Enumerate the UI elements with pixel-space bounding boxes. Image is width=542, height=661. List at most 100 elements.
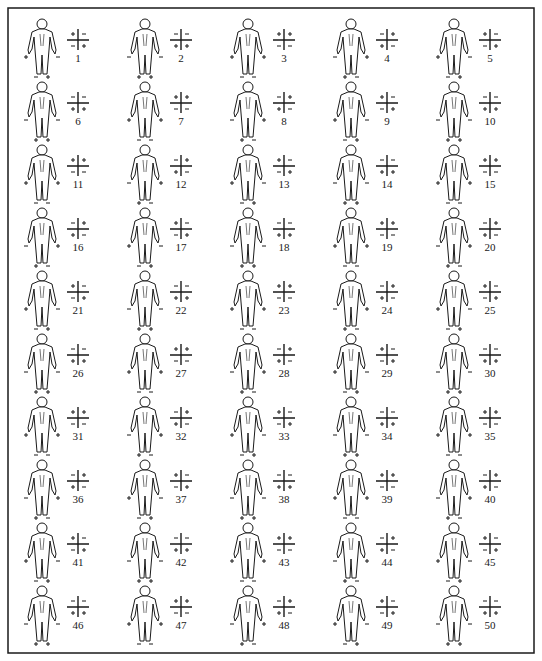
callout-number: 23 xyxy=(272,304,296,316)
body-figure xyxy=(127,208,192,268)
callout-number: 33 xyxy=(272,430,296,442)
body-figure xyxy=(230,586,295,646)
body-figure xyxy=(230,145,295,205)
body-figure xyxy=(24,523,89,583)
callout-number: 37 xyxy=(169,493,193,505)
callout-number: 38 xyxy=(272,493,296,505)
body-figure xyxy=(436,523,501,583)
callout-number: 8 xyxy=(272,115,296,127)
body-figure xyxy=(436,586,501,646)
body-figure xyxy=(436,334,501,394)
body-figure xyxy=(333,19,398,79)
callout-number: 39 xyxy=(375,493,399,505)
body-figure xyxy=(436,460,501,520)
body-figure xyxy=(230,334,295,394)
callout-number: 36 xyxy=(66,493,90,505)
body-figure xyxy=(436,82,501,142)
callout-number: 17 xyxy=(169,241,193,253)
body-figure xyxy=(333,82,398,142)
body-figure xyxy=(230,523,295,581)
callout-number: 42 xyxy=(169,556,193,568)
body-figure xyxy=(333,145,398,205)
body-figure xyxy=(436,19,501,79)
callout-number: 45 xyxy=(478,556,502,568)
callout-number: 35 xyxy=(478,430,502,442)
callout-number: 10 xyxy=(478,115,502,127)
callout-number: 31 xyxy=(66,430,90,442)
body-figure xyxy=(230,271,295,329)
body-figure xyxy=(230,397,295,457)
body-figure xyxy=(24,208,89,268)
body-figure xyxy=(436,271,501,331)
callout-number: 25 xyxy=(478,304,502,316)
body-figure xyxy=(333,460,398,518)
callout-number: 47 xyxy=(169,619,193,631)
body-figure xyxy=(127,334,192,392)
callout-number: 7 xyxy=(169,115,193,127)
body-figure xyxy=(230,19,295,77)
body-figure xyxy=(127,19,192,79)
body-figure xyxy=(24,397,89,455)
body-figure xyxy=(127,460,192,520)
callout-number: 29 xyxy=(375,367,399,379)
body-figure xyxy=(24,271,89,331)
callout-number: 5 xyxy=(478,52,502,64)
callout-number: 6 xyxy=(66,115,90,127)
callout-number: 28 xyxy=(272,367,296,379)
body-figure xyxy=(127,397,192,457)
body-figure xyxy=(230,82,295,142)
callout-number: 41 xyxy=(66,556,90,568)
callout-number: 46 xyxy=(66,619,90,631)
callout-number: 26 xyxy=(66,367,90,379)
callout-number: 49 xyxy=(375,619,399,631)
frame-border xyxy=(8,8,534,653)
callout-number: 40 xyxy=(478,493,502,505)
callout-number: 32 xyxy=(169,430,193,442)
callout-number: 20 xyxy=(478,241,502,253)
callout-number: 13 xyxy=(272,178,296,190)
body-figure xyxy=(24,586,89,646)
callout-number: 27 xyxy=(169,367,193,379)
body-figure xyxy=(333,397,398,457)
body-figure xyxy=(230,208,295,268)
body-figure xyxy=(127,145,192,205)
body-figure xyxy=(127,586,192,644)
callout-number: 48 xyxy=(272,619,296,631)
body-figure xyxy=(333,271,398,331)
callout-number: 3 xyxy=(272,52,296,64)
callout-number: 30 xyxy=(478,367,502,379)
callout-number: 50 xyxy=(478,619,502,631)
body-figure xyxy=(24,460,89,520)
callout-number: 2 xyxy=(169,52,193,64)
callout-number: 34 xyxy=(375,430,399,442)
body-figure xyxy=(127,271,192,331)
callout-number: 19 xyxy=(375,241,399,253)
body-figure xyxy=(436,397,501,455)
body-figure xyxy=(333,334,398,394)
body-figure xyxy=(230,460,295,520)
callout-number: 15 xyxy=(478,178,502,190)
body-figure xyxy=(24,334,89,394)
callout-number: 4 xyxy=(375,52,399,64)
callout-number: 11 xyxy=(66,178,90,190)
callout-number: 12 xyxy=(169,178,193,190)
body-figure xyxy=(127,523,192,583)
callout-number: 24 xyxy=(375,304,399,316)
body-figure xyxy=(436,145,501,203)
callout-number: 16 xyxy=(66,241,90,253)
callout-number: 43 xyxy=(272,556,296,568)
callout-number: 44 xyxy=(375,556,399,568)
callout-number: 9 xyxy=(375,115,399,127)
body-figure xyxy=(333,208,398,266)
body-figure xyxy=(127,82,192,140)
callout-number: 21 xyxy=(66,304,90,316)
body-figure xyxy=(436,208,501,268)
body-figure xyxy=(333,586,398,646)
callout-number: 22 xyxy=(169,304,193,316)
body-figure xyxy=(24,82,89,142)
callout-number: 14 xyxy=(375,178,399,190)
body-figure xyxy=(24,145,89,203)
callout-number: 1 xyxy=(66,52,90,64)
